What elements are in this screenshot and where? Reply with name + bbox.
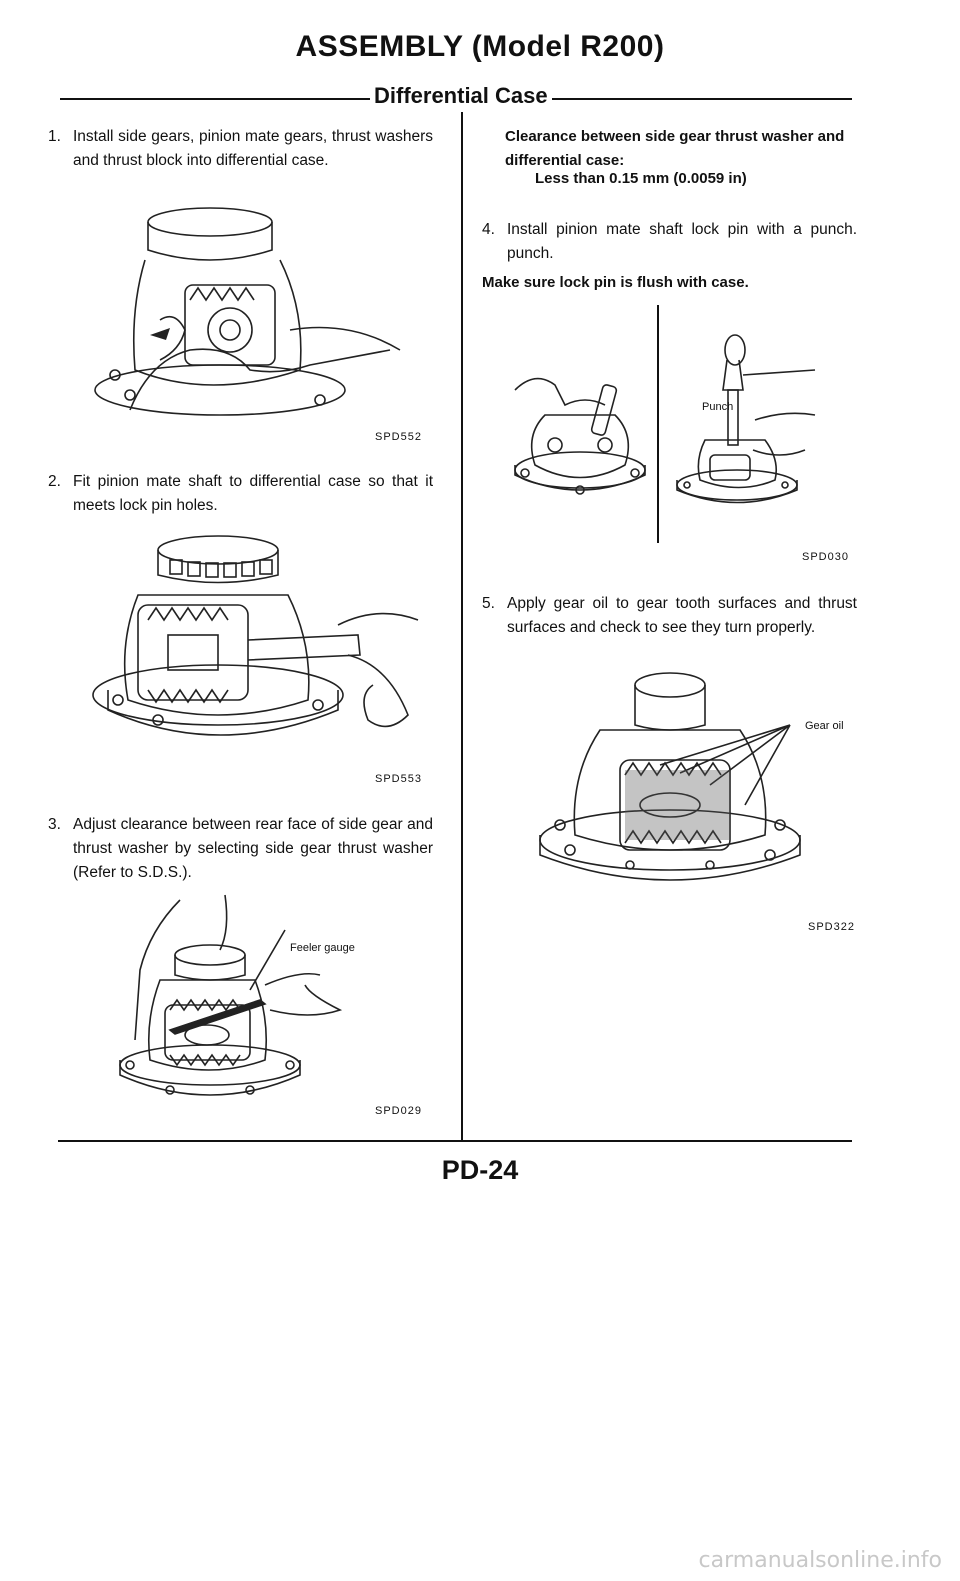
figure-divider xyxy=(657,305,659,543)
step-text: Adjust clearance between rear face of si… xyxy=(73,816,433,881)
figure-spd030-right xyxy=(676,334,816,504)
spec-value: Less than 0.15 mm (0.0059 in) xyxy=(535,170,747,187)
header-rule-right xyxy=(540,98,852,100)
page-number: PD-24 xyxy=(441,1155,519,1185)
step-text: Fit pinion mate shaft to differential ca… xyxy=(73,473,433,514)
step-number: 3. xyxy=(48,816,61,833)
spec-heading: Clearance between side gear thrust washe… xyxy=(505,128,845,169)
step-2: 2. Fit pinion mate shaft to differential… xyxy=(48,470,433,518)
step-number: 4. xyxy=(482,221,495,238)
header-rule-left xyxy=(60,98,370,100)
step-5: 5. Apply gear oil to gear tooth surfaces… xyxy=(482,592,857,640)
figure-spd553 xyxy=(92,535,419,736)
callout-gear-oil: Gear oil xyxy=(805,720,844,732)
step-text: Apply gear oil to gear tooth surfaces an… xyxy=(507,595,857,636)
figure-code: SPD322 xyxy=(808,921,855,933)
figure-code: SPD553 xyxy=(375,773,422,785)
callout-punch: Punch xyxy=(702,401,734,413)
step-number: 5. xyxy=(482,595,495,612)
step-text: Install pinion mate shaft lock pin with … xyxy=(507,221,857,262)
step-number: 1. xyxy=(48,128,61,145)
figure-spd322 xyxy=(539,672,801,881)
step-4: 4. Install pinion mate shaft lock pin wi… xyxy=(482,218,857,266)
figure-spd029 xyxy=(119,894,343,1096)
figure-code: SPD029 xyxy=(375,1105,422,1117)
step-number: 2. xyxy=(48,473,61,490)
section-subtitle: Differential Case xyxy=(370,83,552,109)
callout-feeler-gauge: Feeler gauge xyxy=(290,942,355,954)
figure-spd552 xyxy=(94,207,401,416)
page-title: ASSEMBLY (Model R200) xyxy=(295,30,665,63)
step-text: Install side gears, pinion mate gears, t… xyxy=(73,128,433,169)
step-1: 1. Install side gears, pinion mate gears… xyxy=(48,125,433,197)
column-divider xyxy=(461,112,463,1142)
figure-spd030-left xyxy=(514,377,646,495)
figure-code: SPD030 xyxy=(802,551,849,563)
watermark-text: carmanualsonline.info xyxy=(698,1548,942,1573)
step-4-note: Make sure lock pin is flush with case. xyxy=(482,274,749,291)
figure-code: SPD552 xyxy=(375,431,422,443)
step-3: 3. Adjust clearance between rear face of… xyxy=(48,813,433,885)
footer-rule xyxy=(58,1140,852,1142)
